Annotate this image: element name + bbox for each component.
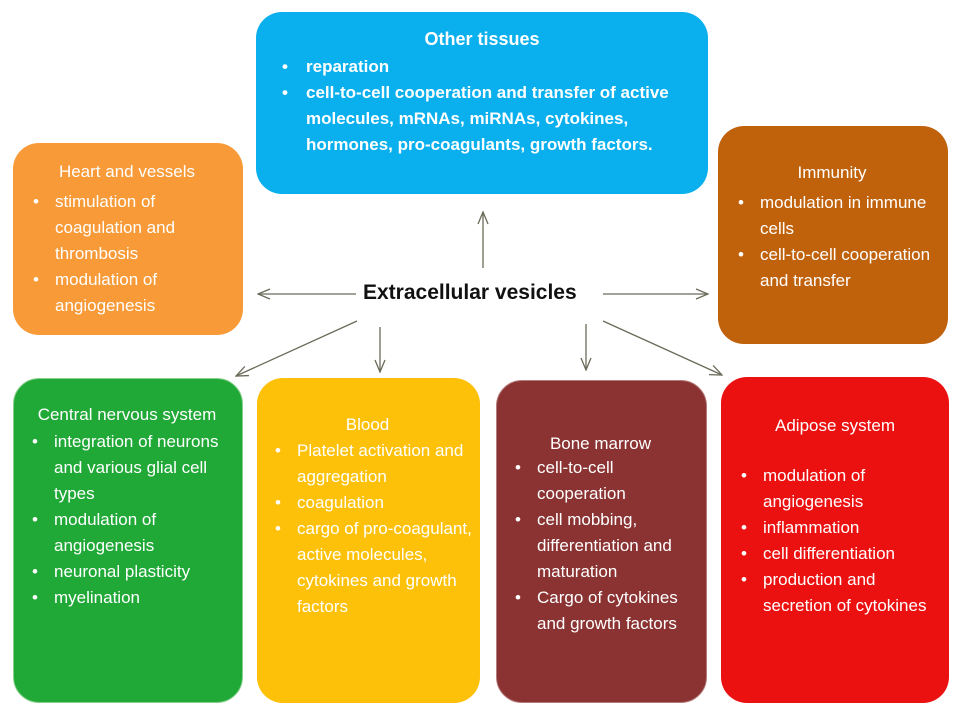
center-label-extracellular-vesicles: Extracellular vesicles [363, 281, 577, 304]
arrow-to-cns [236, 320, 358, 376]
adipose-system-list: modulation of angiogenesis inflammation … [729, 463, 941, 619]
blood-title: Blood [345, 415, 390, 434]
adipose-system-title: Adipose system [775, 416, 895, 435]
list-item: cell-to-cell cooperation [503, 455, 698, 507]
central-nervous-system-title: Central nervous system [37, 405, 217, 424]
list-item: cell differentiation [729, 541, 941, 567]
other-tissues-list: reparation cell-to-cell cooperation and … [270, 54, 694, 158]
immunity-box: Immunity modulation in immune cells cell… [718, 126, 948, 344]
arrow-to-adipose [602, 320, 722, 375]
adipose-system-box: Adipose system modulation of angiogenesi… [721, 377, 949, 703]
blood-box: Blood Platelet activation and aggregatio… [257, 378, 480, 703]
list-item: inflammation [729, 515, 941, 541]
bone-marrow-box: Bone marrow cell-to-cell cooperation cel… [496, 380, 707, 703]
bone-marrow-title: Bone marrow [549, 434, 652, 453]
heart-and-vessels-list: stimulation of coagulation and thrombosi… [21, 189, 233, 319]
heart-and-vessels-title: Heart and vessels [58, 162, 196, 181]
list-item: cell-to-cell cooperation and transfer [726, 242, 938, 294]
heart-and-vessels-box: Heart and vessels stimulation of coagula… [13, 143, 243, 335]
list-item: myelination [20, 585, 234, 611]
bone-marrow-list: cell-to-cell cooperation cell mobbing, d… [503, 455, 698, 637]
list-item: neuronal plasticity [20, 559, 234, 585]
list-item: cell mobbing, differentiation and matura… [503, 507, 698, 585]
immunity-title: Immunity [797, 163, 867, 182]
list-item: stimulation of coagulation and thrombosi… [21, 189, 233, 267]
list-item: modulation of angiogenesis [729, 463, 941, 515]
central-nervous-system-box: Central nervous system integration of ne… [13, 378, 243, 703]
list-item: cell-to-cell cooperation and transfer of… [270, 80, 694, 158]
blood-list: Platelet activation and aggregation coag… [263, 438, 472, 620]
list-item: coagulation [263, 490, 472, 516]
list-item: modulation of angiogenesis [21, 267, 233, 319]
list-item: modulation of angiogenesis [20, 507, 234, 559]
list-item: modulation in immune cells [726, 190, 938, 242]
list-item: production and secretion of cytokines [729, 567, 941, 619]
list-item: cargo of pro-coagulant, active molecules… [263, 516, 472, 620]
immunity-list: modulation in immune cells cell-to-cell … [726, 190, 938, 294]
list-item: Platelet activation and aggregation [263, 438, 472, 490]
other-tissues-box: Other tissues reparation cell-to-cell co… [256, 12, 708, 194]
other-tissues-title: Other tissues [424, 29, 540, 49]
list-item: Cargo of cytokines and growth factors [503, 585, 698, 637]
list-item: integration of neurons and various glial… [20, 429, 234, 507]
central-nervous-system-list: integration of neurons and various glial… [20, 429, 234, 611]
list-item: reparation [270, 54, 694, 80]
